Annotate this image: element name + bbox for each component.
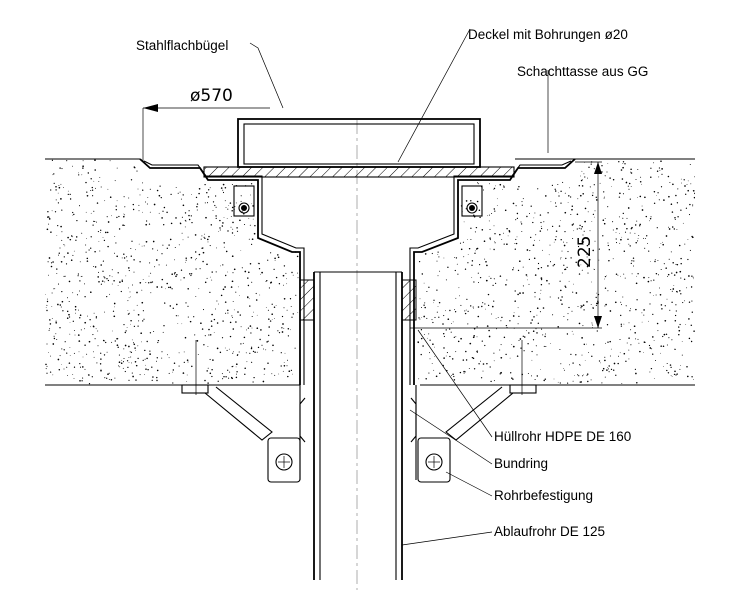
- diameter-label: ø570: [190, 86, 233, 106]
- label-stahlflachbuegel: Stahlflachbügel: [136, 38, 228, 53]
- concrete-speckle-texture: [45, 159, 695, 385]
- height-dimension: 225: [410, 161, 602, 329]
- collar-ring: [299, 397, 417, 443]
- pipe-bracket-right: [417, 340, 537, 483]
- diameter-dimension: ø570: [142, 86, 270, 162]
- anchor-bolt-left: [233, 185, 255, 217]
- concrete-slab: [45, 158, 695, 386]
- anchor-bolt-right: [461, 185, 483, 217]
- height-label: 225: [575, 236, 595, 268]
- label-huellrohr: Hüllrohr HDPE DE 160: [494, 429, 631, 444]
- pipe-bracket-left: [181, 340, 301, 483]
- label-rohrbefestigung: Rohrbefestigung: [494, 488, 593, 503]
- label-schachttasse: Schachttasse aus GG: [517, 64, 648, 79]
- label-ablaufrohr: Ablaufrohr DE 125: [494, 524, 605, 539]
- label-deckel: Deckel mit Bohrungen ø20: [468, 27, 628, 42]
- label-bundring: Bundring: [494, 456, 548, 471]
- lid-cover: [203, 118, 515, 178]
- sleeve-pipe: [299, 279, 417, 480]
- leader-lines: [249, 28, 549, 546]
- drain-pipe: [313, 271, 403, 580]
